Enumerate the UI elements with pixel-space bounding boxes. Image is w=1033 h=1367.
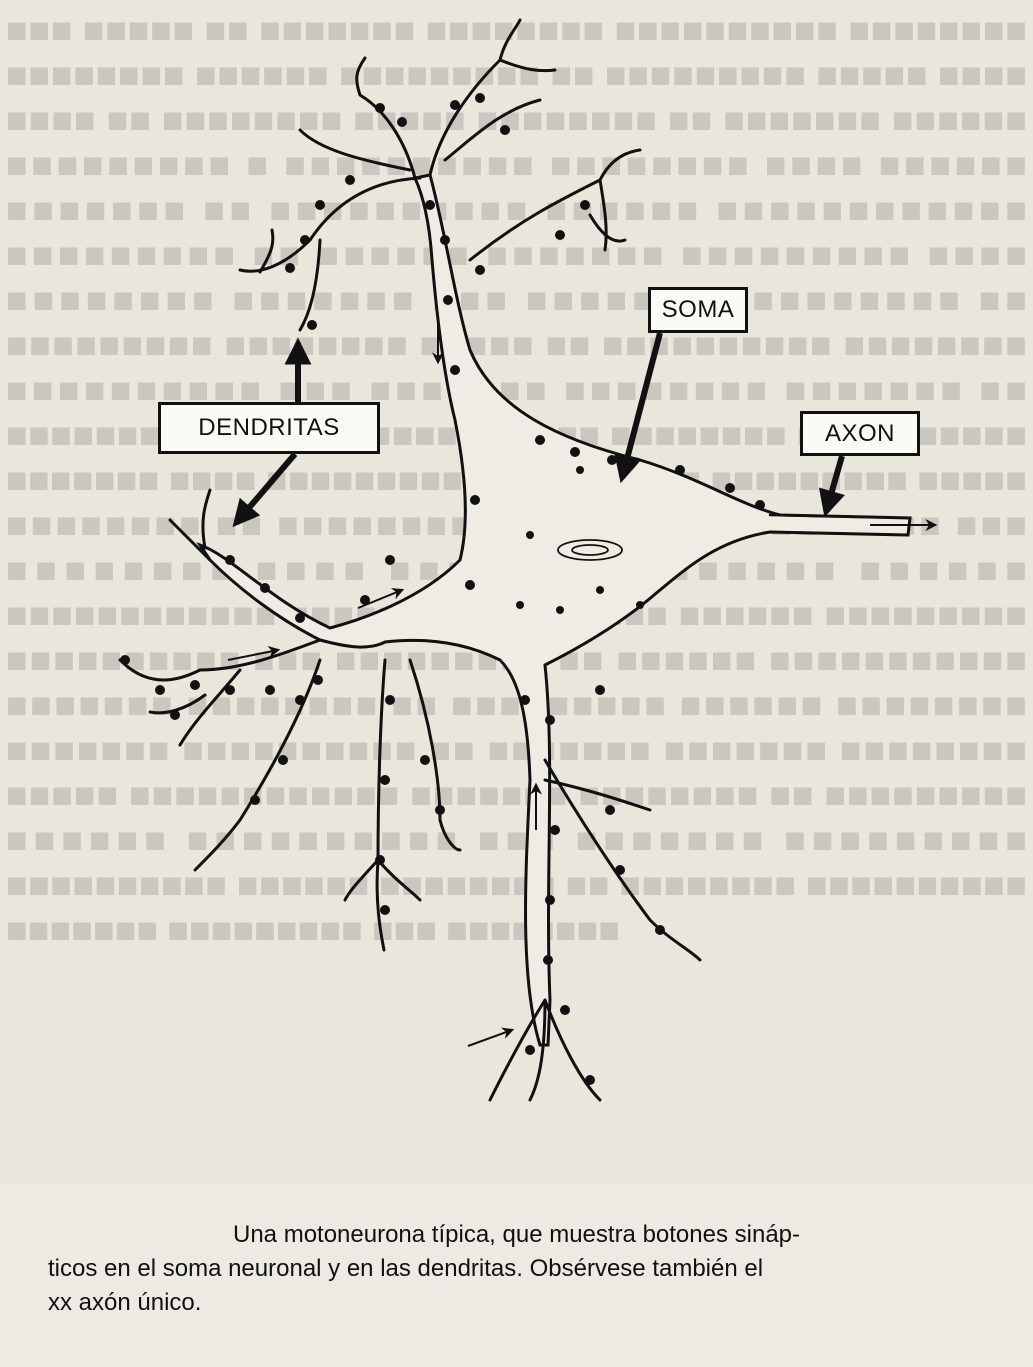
label-axon-text: AXON	[824, 419, 895, 447]
caption-background	[0, 1185, 1033, 1367]
label-soma: SOMA	[648, 287, 748, 333]
caption-line-2: ticos en el soma neuronal y en las dendr…	[48, 1255, 764, 1282]
arrow-dendritas-down	[232, 452, 298, 528]
dendrites	[118, 18, 912, 1102]
neuron-body	[196, 173, 912, 1047]
label-dendritas: DENDRITAS	[158, 402, 380, 454]
nucleus	[557, 539, 623, 561]
flow-arrows	[227, 320, 938, 1047]
label-arrows	[232, 332, 845, 528]
arrow-axon	[818, 455, 845, 518]
caption-line-1: Una motoneurona típica, que muestra boto…	[233, 1221, 801, 1248]
soma-outline	[196, 173, 912, 1047]
caption-line-3: xx axón único.	[48, 1289, 202, 1316]
figure-caption: Una motoneurona típica, que muestra boto…	[48, 1218, 1008, 1320]
arrow-soma	[614, 332, 663, 484]
label-axon: AXON	[800, 411, 920, 456]
label-dendritas-text: DENDRITAS	[198, 414, 340, 441]
label-soma-text: SOMA	[661, 296, 735, 323]
